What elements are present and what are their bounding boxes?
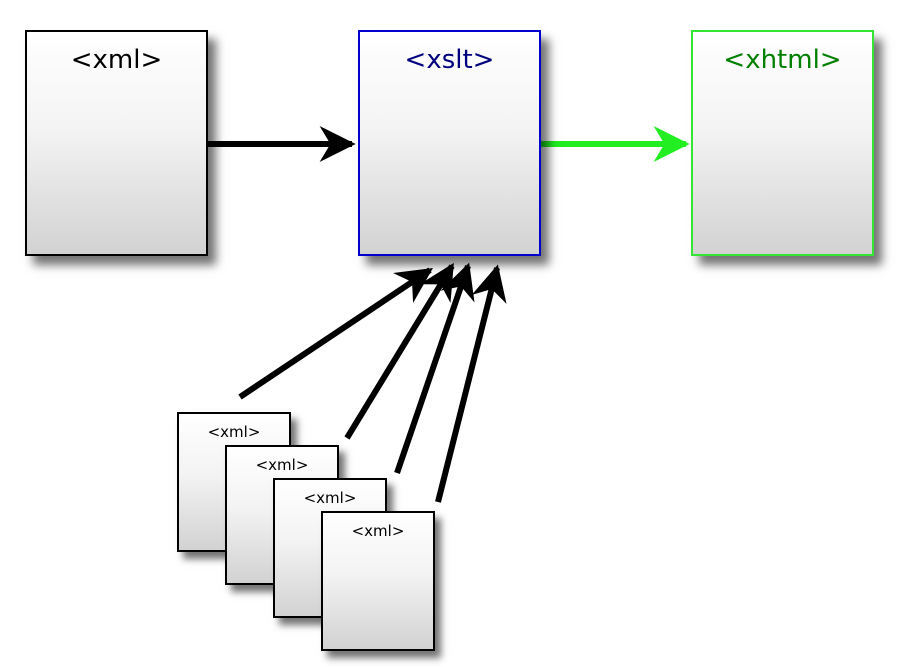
input-xml-label: <xml> — [255, 456, 309, 474]
input-xml-document: <xml> — [321, 511, 435, 651]
xhtml-label: <xhtml> — [723, 45, 842, 75]
input-xml-label: <xml> — [303, 489, 357, 507]
source-xml-document: <xml> — [25, 30, 208, 256]
arrow-input-3-to-xslt — [394, 262, 475, 474]
input-xml-label: <xml> — [351, 522, 405, 540]
source-xml-label: <xml> — [70, 45, 163, 75]
arrow-input-2-to-xslt — [344, 262, 455, 440]
arrow-input-1-to-xslt — [238, 267, 433, 400]
arrow-input-4-to-xslt — [435, 264, 507, 503]
xslt-label: <xslt> — [404, 45, 495, 75]
xslt-document: <xslt> — [358, 30, 541, 256]
xhtml-output-document: <xhtml> — [691, 30, 874, 256]
input-xml-label: <xml> — [207, 423, 261, 441]
